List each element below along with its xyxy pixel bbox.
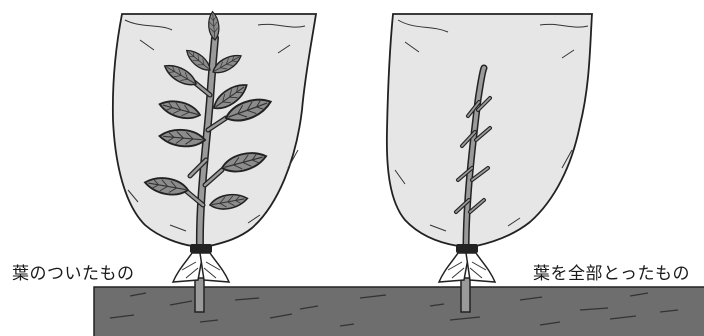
soil [94,287,704,336]
label-with-leaves: 葉のついたもの [12,259,135,284]
plant-with-leaves [113,11,316,312]
right-tie [456,244,478,253]
right-stem-base [461,278,470,312]
label-leaves-removed: 葉を全部とったもの [533,259,690,284]
left-stem-base [195,278,204,312]
left-tie [190,244,212,253]
